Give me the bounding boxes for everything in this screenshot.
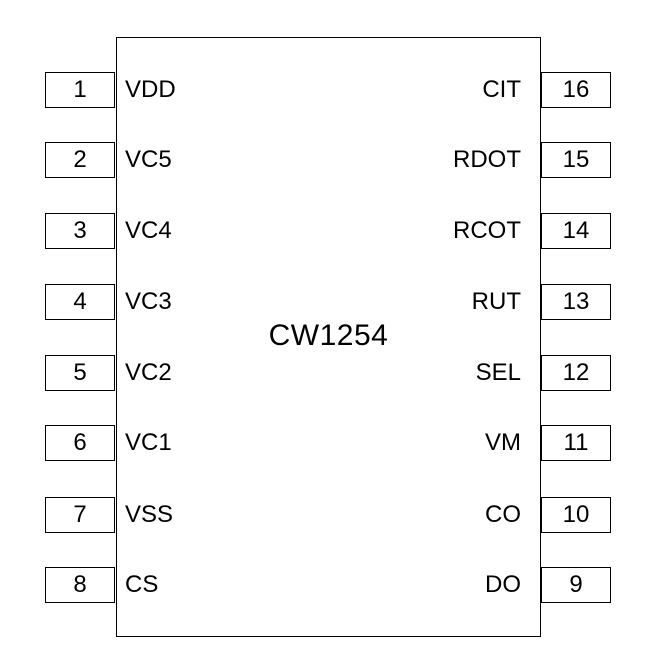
pin-label-15: RDOT [453,146,521,173]
pin-label-4: VC3 [125,288,172,315]
pin-number-2: 2 [45,142,115,178]
pin-label-14: RCOT [453,217,521,244]
pin-label-16: CIT [482,76,521,103]
chip-name: CW1254 [268,319,389,352]
pin-number-13: 13 [541,284,611,320]
pin-label-13: RUT [471,288,521,315]
pin-number-9: 9 [541,567,611,603]
pin-number-8: 8 [45,567,115,603]
pin-number-6: 6 [45,425,115,461]
pin-number-12: 12 [541,355,611,391]
pin-number-4: 4 [45,284,115,320]
pin-number-5: 5 [45,355,115,391]
pin-number-10: 10 [541,497,611,533]
pin-label-2: VC5 [125,146,172,173]
pin-number-7: 7 [45,497,115,533]
pin-label-8: CS [125,571,159,598]
pin-label-5: VC2 [125,359,172,386]
pin-label-7: VSS [125,501,174,528]
pin-label-9: DO [485,571,521,598]
pin-label-12: SEL [475,359,521,386]
pin-number-3: 3 [45,213,115,249]
chip-body [116,37,541,637]
pin-number-15: 15 [541,142,611,178]
pin-number-16: 16 [541,72,611,108]
pin-label-1: VDD [125,76,176,103]
pin-label-3: VC4 [125,217,172,244]
pin-label-10: CO [485,501,521,528]
pin-label-6: VC1 [125,429,172,456]
pin-number-11: 11 [541,425,611,461]
pin-number-14: 14 [541,213,611,249]
pin-number-1: 1 [45,72,115,108]
pin-label-11: VM [485,429,521,456]
